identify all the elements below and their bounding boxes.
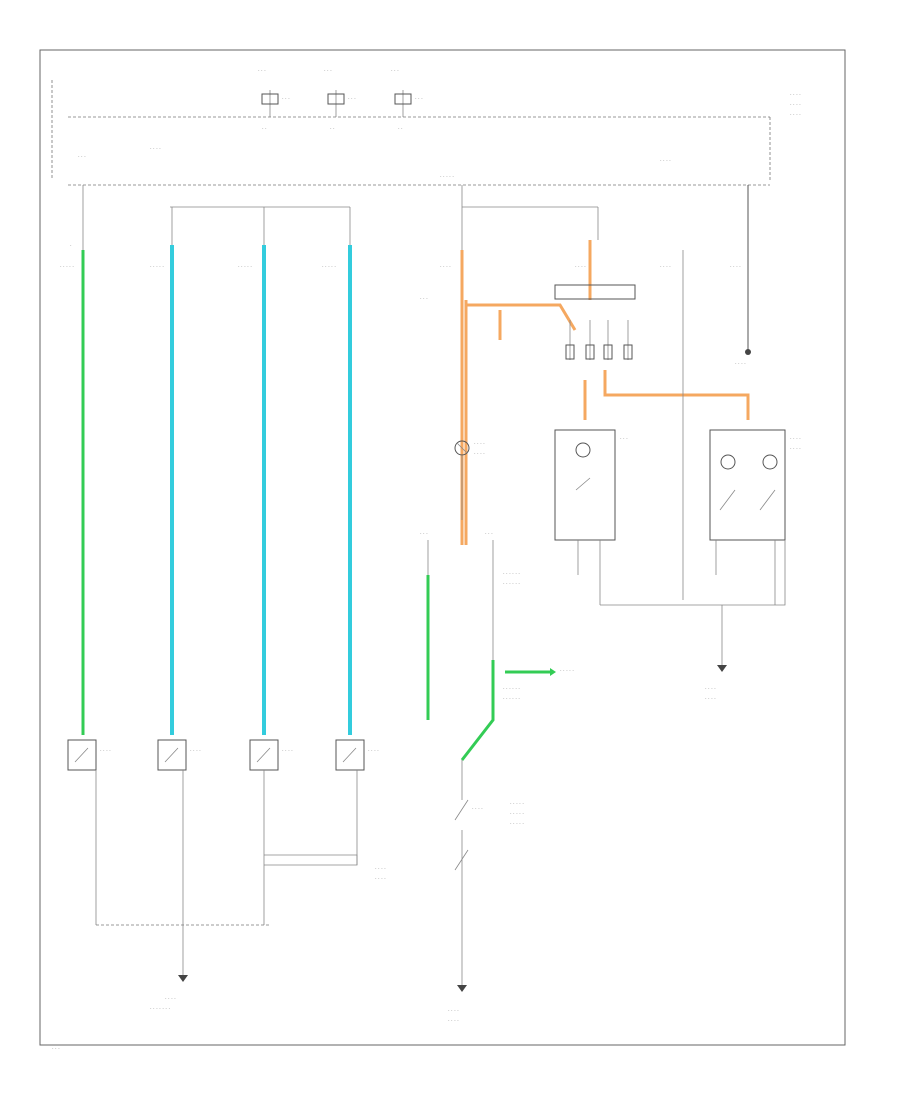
svg-text:· · · ·: · · · · (190, 748, 201, 754)
svg-text:· · ·: · · · (348, 96, 356, 102)
module-connectors: · · · · · · · · · · · · · · · · · · · · … (78, 92, 801, 180)
svg-text:· · · · ·: · · · · · (510, 811, 524, 817)
return-bus-right (600, 540, 786, 606)
svg-text:· · · ·: · · · · (368, 748, 379, 754)
svg-text:· · · ·: · · · · (705, 696, 716, 702)
svg-text:· · · ·: · · · · (472, 806, 483, 812)
svg-text:· ·: · · (398, 126, 403, 132)
svg-text:· · · · ·: · · · · · (560, 668, 574, 674)
svg-text:· · · · ·: · · · · · (510, 821, 524, 827)
svg-text:· · · · · · ·: · · · · · · · (150, 1006, 170, 1012)
svg-text:· · ·: · · · (415, 96, 423, 102)
svg-text:· · ·: · · · (258, 68, 266, 74)
svg-text:· · · · · ·: · · · · · · (503, 571, 520, 577)
svg-text:· · · · ·: · · · · · (322, 264, 336, 270)
svg-text:· · · ·: · · · · (375, 876, 386, 882)
svg-text:· · · ·: · · · · (474, 451, 485, 457)
harness-connector-block (554, 284, 636, 360)
svg-text:· · ·: · · · (282, 96, 290, 102)
connector-row-labels: · · · · · · · · · · · · · · · · · · · · … (60, 243, 741, 270)
svg-text:· · · ·: · · · · (660, 158, 671, 164)
svg-text:· · · · ·: · · · · · (238, 264, 252, 270)
rear-door-switch: · · · · · · · · · · · · · · · · · · · (454, 760, 524, 985)
svg-text:· · · ·: · · · · (282, 748, 293, 754)
svg-text:· · · ·: · · · · (448, 1008, 459, 1014)
svg-text:· · · · ·: · · · · · (510, 801, 524, 807)
rear-lamp-module: · · · · · · · · (709, 429, 801, 605)
driver-door-switch: · · · · (67, 739, 111, 771)
svg-text:· · · ·: · · · · (790, 436, 801, 442)
svg-text:· · · ·: · · · · (790, 92, 801, 98)
svg-text:· · · ·: · · · · (660, 264, 671, 270)
svg-text:· · · ·: · · · · (575, 264, 586, 270)
svg-text:· · · ·: · · · · (790, 102, 801, 108)
small-labels: · · · · · · · · · · · · · · · · · · · · … (52, 296, 574, 1052)
svg-text:· · ·: · · · (391, 68, 399, 74)
svg-text:· · · · · ·: · · · · · · (503, 686, 520, 692)
svg-text:· · · ·: · · · · (150, 146, 161, 152)
svg-text:· · ·: · · · (324, 68, 332, 74)
svg-text:· · · · · ·: · · · · · · (503, 581, 520, 587)
svg-text:· · · ·: · · · · (440, 264, 451, 270)
svg-text:· · · · · ·: · · · · · · (503, 696, 520, 702)
orange-harness (460, 240, 750, 545)
reading-lamp-module: · · · (554, 429, 628, 605)
arrow-icon (550, 668, 556, 676)
svg-text:· ·: · · (330, 126, 335, 132)
fuse-3: · · · · · · · · (391, 68, 423, 132)
right-rear-door-switch: · · · · (335, 739, 379, 771)
wire-green-right-center (460, 660, 495, 761)
ground-icon (717, 665, 727, 672)
courtesy-lamp: · · · · · · · · (454, 440, 485, 520)
splice-node-right (745, 349, 751, 355)
svg-text:· · · ·: · · · · (165, 996, 176, 1002)
svg-text:· · · · ·: · · · · · (150, 264, 164, 270)
ground-icon-center (457, 985, 467, 992)
svg-text:· · · ·: · · · · (474, 441, 485, 447)
svg-text:· · · · ·: · · · · · (60, 264, 74, 270)
fuse-2: · · · · · · · · (324, 68, 356, 132)
fuse-1: · · · · · · · · (258, 68, 290, 132)
svg-text:· · · · ·: · · · · · (440, 174, 454, 180)
svg-text:· · · ·: · · · · (790, 112, 801, 118)
svg-text:· · · ·: · · · · (448, 1018, 459, 1024)
svg-text:· · ·: · · · (420, 296, 428, 302)
svg-text:· · · ·: · · · · (375, 866, 386, 872)
diagram-frame (39, 49, 846, 1046)
svg-text:· · · ·: · · · · (100, 748, 111, 754)
svg-text:· · ·: · · · (78, 154, 86, 160)
passenger-door-switch: · · · · (157, 739, 201, 771)
wire-sw-link (264, 854, 358, 866)
svg-text:· · · ·: · · · · (790, 446, 801, 452)
svg-text:· ·: · · (262, 126, 267, 132)
svg-text:· · · ·: · · · · (730, 264, 741, 270)
svg-text:· · · ·: · · · · (705, 686, 716, 692)
left-rear-door-switch: · · · · (249, 739, 293, 771)
svg-text:· · ·: · · · (485, 531, 493, 537)
svg-text:· · ·: · · · (620, 436, 628, 442)
ground-icon-left (178, 975, 188, 982)
svg-text:· · · ·: · · · · (735, 361, 746, 367)
svg-text:· · ·: · · · (52, 1046, 60, 1052)
svg-text:·: · (70, 243, 72, 249)
svg-text:· · ·: · · · (420, 531, 428, 537)
